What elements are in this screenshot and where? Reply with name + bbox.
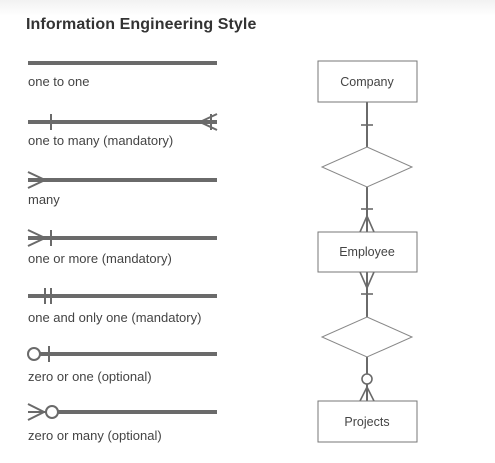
relationship-employee-projects bbox=[359, 271, 375, 402]
entity-projects: Projects bbox=[344, 415, 389, 429]
legend-line-many bbox=[27, 171, 217, 189]
legend-label-one-or-more: one or more (mandatory) bbox=[28, 251, 172, 266]
legend-line-one-to-many bbox=[28, 113, 218, 131]
legend-line-one-or-more bbox=[27, 229, 217, 247]
legend-label-many: many bbox=[28, 192, 60, 207]
legend-label-one-to-one: one to one bbox=[28, 74, 90, 89]
entity-company: Company bbox=[340, 75, 394, 89]
top-shadow bbox=[0, 0, 495, 16]
legend-line-one-and-only-one bbox=[28, 288, 217, 304]
legend-line-zero-or-many bbox=[27, 403, 217, 421]
page-title: Information Engineering Style bbox=[26, 16, 257, 33]
legend-label-one-and-only-one: one and only one (mandatory) bbox=[28, 310, 202, 325]
legend-line-zero-or-one bbox=[27, 346, 217, 362]
entity-box-employee bbox=[317, 231, 418, 273]
relationship-diamond-1 bbox=[320, 146, 414, 188]
legend-label-zero-or-many: zero or many (optional) bbox=[28, 428, 162, 443]
entity-box-company bbox=[317, 60, 418, 103]
legend-label-zero-or-one: zero or one (optional) bbox=[28, 369, 152, 384]
relationship-company-employee bbox=[359, 102, 375, 233]
entity-employee: Employee bbox=[339, 245, 395, 259]
relationship-diamond-2 bbox=[320, 316, 414, 358]
legend-label-one-to-many: one to many (mandatory) bbox=[28, 133, 174, 148]
entity-box-projects bbox=[317, 400, 418, 443]
